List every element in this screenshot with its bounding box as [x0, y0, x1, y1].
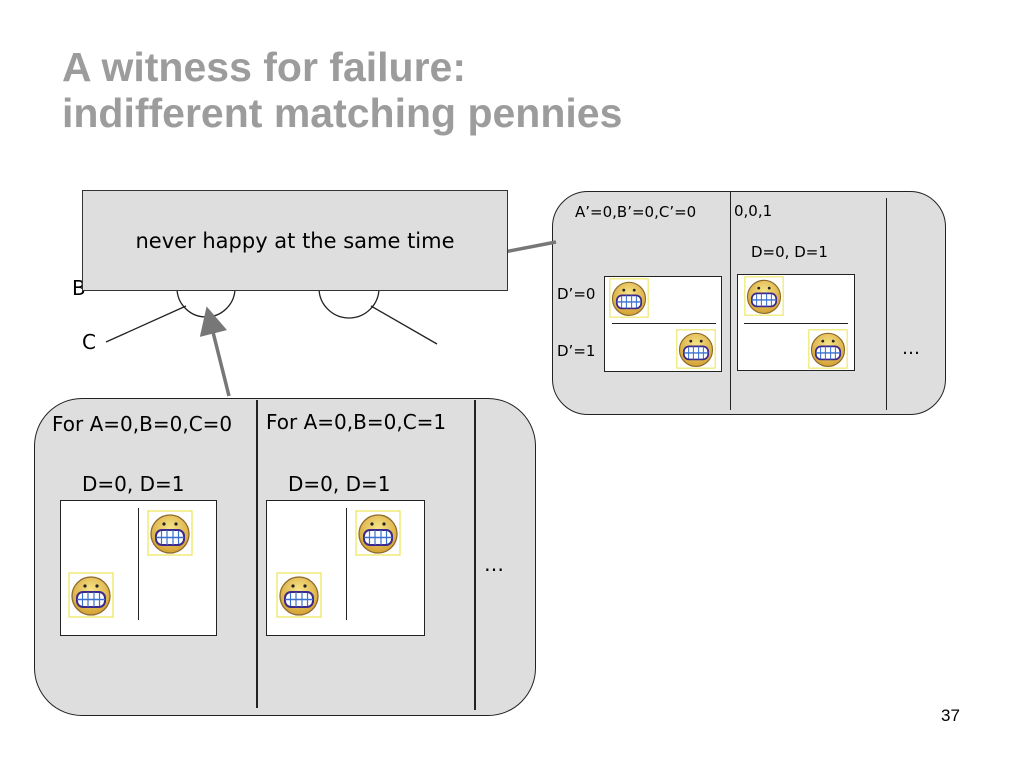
bottom-col2-header: For A=0,B=0,C=1 [266, 410, 447, 434]
title-line-1: A witness for failure: [62, 44, 466, 90]
page-number: 37 [941, 706, 960, 725]
callout-box: never happy at the same time [82, 190, 508, 291]
bottom-col1-header: For A=0,B=0,C=0 [52, 412, 233, 436]
right-ellipsis: … [902, 338, 920, 359]
pointer-arrow [199, 306, 231, 397]
right-col2-subheader: D=0, D=1 [751, 243, 828, 261]
bottom-panel-divider-2 [474, 400, 476, 710]
bottom-ellipsis: … [484, 552, 504, 576]
callout-connector [503, 240, 557, 254]
callout-text: never happy at the same time [135, 228, 455, 253]
tree-label-c: C [82, 330, 96, 354]
bottom-col2-subheader: D=0, D=1 [288, 472, 391, 496]
matrix-prime-000-divider [612, 323, 716, 324]
title-line-2: indifferent matching pennies [62, 90, 623, 136]
right-panel-divider-1 [730, 192, 732, 410]
bottom-panel-divider-1 [256, 400, 258, 708]
right-col2-header: 0,0,1 [734, 202, 773, 220]
matrix-c0-divider [138, 508, 139, 620]
tree-edge-c [105, 305, 187, 343]
matrix-c1-divider [346, 508, 347, 620]
right-row2-label: D’=1 [557, 342, 596, 360]
right-panel-divider-2 [886, 198, 888, 410]
right-col1-header: A’=0,B’=0,C’=0 [575, 203, 697, 221]
slide-title: A witness for failure: indifferent match… [62, 44, 822, 136]
bottom-col1-subheader: D=0, D=1 [82, 472, 185, 496]
right-row1-label: D’=0 [557, 285, 596, 303]
tree-node-right [318, 287, 380, 319]
matrix-prime-001-divider [744, 323, 848, 324]
tree-edge-right [370, 305, 438, 345]
